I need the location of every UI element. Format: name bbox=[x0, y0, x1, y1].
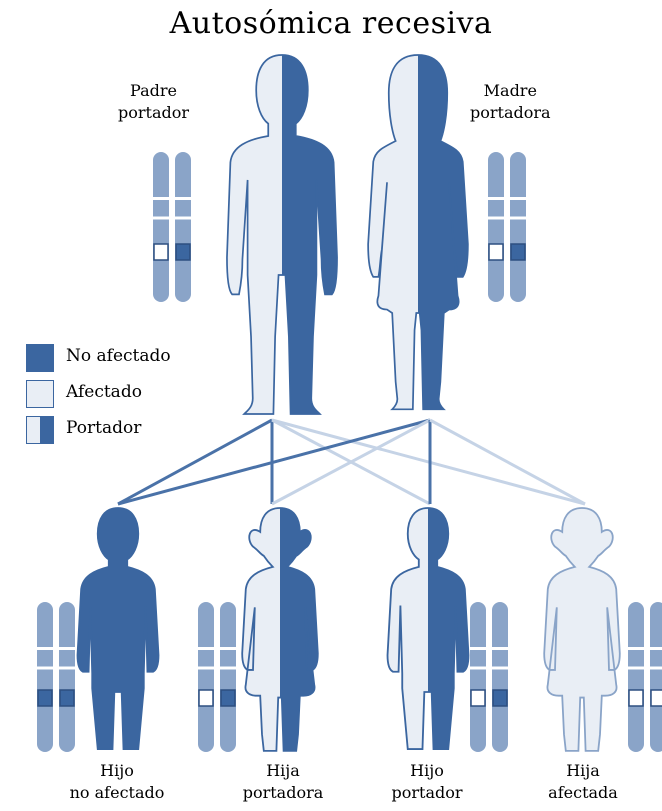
legend-swatch-carrier bbox=[26, 416, 54, 444]
legend-item-carrier: Portador bbox=[26, 416, 226, 452]
gene-band bbox=[60, 690, 74, 706]
chromosome-constriction bbox=[470, 667, 486, 670]
chromosome-constriction bbox=[37, 667, 53, 670]
gene-band bbox=[176, 244, 190, 260]
chromosome bbox=[198, 602, 214, 752]
legend-label-affected: Afectado bbox=[66, 382, 142, 402]
mother-label-line1: Madre bbox=[470, 80, 551, 102]
child3-label-line1: Hijo bbox=[372, 760, 482, 782]
child4-label: Hija afectada bbox=[528, 760, 638, 804]
legend-item-unaffected: No afectado bbox=[26, 344, 226, 380]
legend-item-affected: Afectado bbox=[26, 380, 226, 416]
legend-label-carrier: Portador bbox=[66, 418, 141, 438]
child4-label-line1: Hija bbox=[528, 760, 638, 782]
mother-label-line2: portadora bbox=[470, 102, 551, 124]
chromosome-constriction bbox=[220, 647, 236, 650]
legend-label-unaffected: No afectado bbox=[66, 346, 171, 366]
child3-label: Hijo portador bbox=[372, 760, 482, 804]
child2-chromosomes bbox=[198, 602, 236, 752]
legend-swatch-unaffected bbox=[26, 344, 54, 372]
chromosome-constriction bbox=[175, 197, 191, 200]
chromosome-constriction bbox=[153, 217, 169, 220]
gene-band bbox=[629, 690, 643, 706]
child3-figure bbox=[373, 503, 483, 761]
chromosome-constriction bbox=[59, 647, 75, 650]
chromosome-constriction bbox=[488, 197, 504, 200]
father-label: Padre portador bbox=[118, 80, 189, 124]
chromosome-constriction bbox=[470, 647, 486, 650]
child1-chromosomes bbox=[37, 602, 75, 752]
chromosome-constriction bbox=[650, 667, 662, 670]
chromosome-constriction bbox=[488, 217, 504, 220]
gene-band bbox=[651, 690, 662, 706]
chromosome bbox=[488, 152, 504, 302]
chromosome-constriction bbox=[650, 647, 662, 650]
chromosome-constriction bbox=[510, 197, 526, 200]
mother-figure bbox=[349, 51, 487, 412]
chromosome bbox=[510, 152, 526, 302]
legend: No afectado Afectado Portador bbox=[26, 344, 226, 452]
diagram-title: Autosómica recesiva bbox=[0, 6, 662, 41]
chromosome-constriction bbox=[628, 667, 644, 670]
chromosome bbox=[650, 602, 662, 752]
chromosome-constriction bbox=[492, 667, 508, 670]
gene-band bbox=[489, 244, 503, 260]
gene-band bbox=[511, 244, 525, 260]
father-label-line1: Padre bbox=[118, 80, 189, 102]
gene-band bbox=[471, 690, 485, 706]
father-chromosomes bbox=[153, 152, 191, 302]
child1-figure bbox=[78, 508, 159, 749]
chromosome-constriction bbox=[59, 667, 75, 670]
chromosome-constriction bbox=[198, 667, 214, 670]
child4-label-line2: afectada bbox=[528, 782, 638, 804]
chromosome bbox=[153, 152, 169, 302]
line-mother-child4 bbox=[430, 420, 585, 504]
child4-figure bbox=[544, 508, 620, 751]
chromosome bbox=[492, 602, 508, 752]
chromosome bbox=[59, 602, 75, 752]
legend-swatch-affected bbox=[26, 380, 54, 408]
chromosome bbox=[628, 602, 644, 752]
child1-label-line1: Hijo bbox=[62, 760, 172, 782]
child2-label: Hija portadora bbox=[228, 760, 338, 804]
chromosome bbox=[220, 602, 236, 752]
gene-band bbox=[199, 690, 213, 706]
chromosome-constriction bbox=[492, 647, 508, 650]
gene-band bbox=[154, 244, 168, 260]
child2-figure bbox=[226, 503, 334, 761]
gene-band bbox=[38, 690, 52, 706]
chromosome-constriction bbox=[628, 647, 644, 650]
mother-chromosomes bbox=[488, 152, 526, 302]
chromosome-constriction bbox=[37, 647, 53, 650]
chromosome bbox=[37, 602, 53, 752]
child3-chromosomes bbox=[470, 602, 508, 752]
chromosome-constriction bbox=[198, 647, 214, 650]
gene-band bbox=[493, 690, 507, 706]
chromosome-constriction bbox=[175, 217, 191, 220]
child2-label-line2: portadora bbox=[228, 782, 338, 804]
child1-label-line2: no afectado bbox=[62, 782, 172, 804]
chromosome-constriction bbox=[510, 217, 526, 220]
chromosome bbox=[470, 602, 486, 752]
child3-label-line2: portador bbox=[372, 782, 482, 804]
child1-label: Hijo no afectado bbox=[62, 760, 172, 804]
gene-band bbox=[221, 690, 235, 706]
father-figure bbox=[213, 51, 351, 421]
child4-chromosomes bbox=[628, 602, 662, 752]
chromosome-constriction bbox=[153, 197, 169, 200]
chromosome bbox=[175, 152, 191, 302]
chromosome-constriction bbox=[220, 667, 236, 670]
father-label-line2: portador bbox=[118, 102, 189, 124]
mother-label: Madre portadora bbox=[470, 80, 551, 124]
child2-label-line1: Hija bbox=[228, 760, 338, 782]
